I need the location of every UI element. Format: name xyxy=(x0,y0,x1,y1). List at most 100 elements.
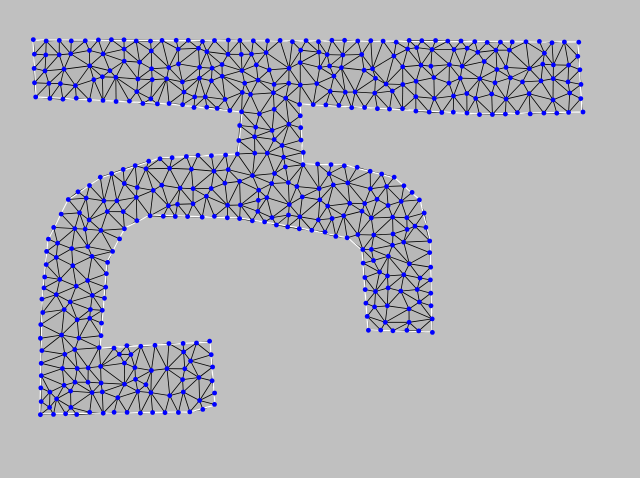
mesh-edge xyxy=(134,165,138,188)
mesh-edge xyxy=(553,41,565,66)
mesh-edge xyxy=(374,93,378,109)
mesh-edge xyxy=(100,230,120,240)
mesh-node xyxy=(464,110,470,116)
mesh-edge xyxy=(211,155,215,172)
mesh-edge xyxy=(475,98,493,115)
mesh-edge xyxy=(214,40,229,55)
mesh-edge xyxy=(267,145,283,154)
mesh-node xyxy=(209,153,214,159)
mesh-edge xyxy=(79,197,87,213)
mesh-node xyxy=(121,37,127,43)
mesh-edge xyxy=(287,164,304,183)
mesh-node xyxy=(124,410,130,415)
mesh-edge xyxy=(366,316,381,331)
mesh-edge xyxy=(506,67,530,70)
mesh-edge xyxy=(89,318,102,336)
mesh-node xyxy=(85,244,91,250)
mesh-edge xyxy=(87,280,106,288)
mesh-edge xyxy=(123,165,136,184)
mesh-node xyxy=(87,183,92,188)
mesh-edge xyxy=(414,225,430,242)
mesh-node xyxy=(185,214,191,220)
mesh-node xyxy=(175,46,181,52)
mesh-edge xyxy=(199,67,213,79)
mesh-edge xyxy=(53,227,58,244)
mesh-edge xyxy=(331,218,337,237)
mesh-edge xyxy=(190,360,213,368)
mesh-node xyxy=(274,222,279,228)
mesh-edge xyxy=(341,67,346,93)
mesh-node xyxy=(342,37,347,43)
mesh-edge xyxy=(496,69,511,79)
mesh-edge xyxy=(62,85,76,100)
mesh-edge xyxy=(67,199,80,214)
mesh-node xyxy=(303,38,309,43)
mesh-edge xyxy=(406,212,425,219)
mesh-node xyxy=(96,37,101,43)
mesh-edge xyxy=(386,186,389,206)
mesh-node xyxy=(481,59,487,64)
mesh-edge xyxy=(136,79,153,92)
mesh-node xyxy=(400,64,406,70)
mesh-node xyxy=(238,52,244,57)
mesh-node xyxy=(60,96,66,102)
mesh-edge xyxy=(152,190,169,207)
mesh-edge xyxy=(101,391,104,414)
mesh-node xyxy=(237,216,243,222)
mesh-edge xyxy=(416,279,431,290)
mesh-node xyxy=(328,162,334,168)
mesh-edge xyxy=(124,60,140,63)
mesh-edge xyxy=(402,66,417,82)
mesh-node xyxy=(196,375,202,380)
mesh-edge xyxy=(101,382,125,385)
mesh-edge xyxy=(343,165,349,183)
mesh-edge xyxy=(43,279,60,289)
mesh-node xyxy=(380,38,386,44)
mesh-edge xyxy=(364,188,371,204)
mesh-edge xyxy=(64,354,78,369)
mesh-edge xyxy=(62,368,76,383)
mesh-edge xyxy=(168,67,183,83)
mesh-edge xyxy=(543,99,554,114)
mesh-edge xyxy=(211,182,226,189)
mesh-node xyxy=(385,203,391,208)
mesh-node xyxy=(429,316,435,322)
mesh-edge xyxy=(285,164,304,168)
mesh-edge xyxy=(361,54,365,71)
mesh-edge xyxy=(58,40,72,55)
mesh-edge xyxy=(161,40,170,68)
mesh-node xyxy=(121,46,127,52)
mesh-edge xyxy=(257,69,270,81)
mesh-edge xyxy=(111,173,125,184)
mesh-edge xyxy=(149,190,154,216)
mesh-edge xyxy=(254,130,273,138)
mesh-node xyxy=(86,217,92,223)
mesh-edge xyxy=(78,318,91,339)
mesh-edge xyxy=(169,156,187,169)
mesh-edge xyxy=(102,39,112,55)
mesh-node xyxy=(200,407,206,412)
mesh-edge xyxy=(194,78,200,97)
mesh-node xyxy=(368,186,373,192)
mesh-edge xyxy=(255,64,259,81)
mesh-edge xyxy=(347,167,358,184)
mesh-edge xyxy=(267,152,284,158)
mesh-node xyxy=(209,378,215,384)
mesh-edge xyxy=(259,113,273,131)
mesh-edge xyxy=(102,76,104,101)
mesh-node xyxy=(404,227,410,232)
mesh-node xyxy=(373,75,378,81)
mesh-node xyxy=(484,40,490,45)
mesh-node xyxy=(266,67,272,73)
mesh-node xyxy=(208,186,214,191)
mesh-node xyxy=(55,240,60,246)
mesh-edge xyxy=(362,234,375,250)
mesh-node xyxy=(117,351,122,357)
mesh-edge xyxy=(45,40,60,56)
mesh-node xyxy=(99,307,105,313)
mesh-edge xyxy=(370,217,375,236)
mesh-edge xyxy=(87,273,107,281)
mesh-edge xyxy=(392,244,410,265)
mesh-edge xyxy=(461,52,479,67)
mesh-edge xyxy=(265,52,290,69)
